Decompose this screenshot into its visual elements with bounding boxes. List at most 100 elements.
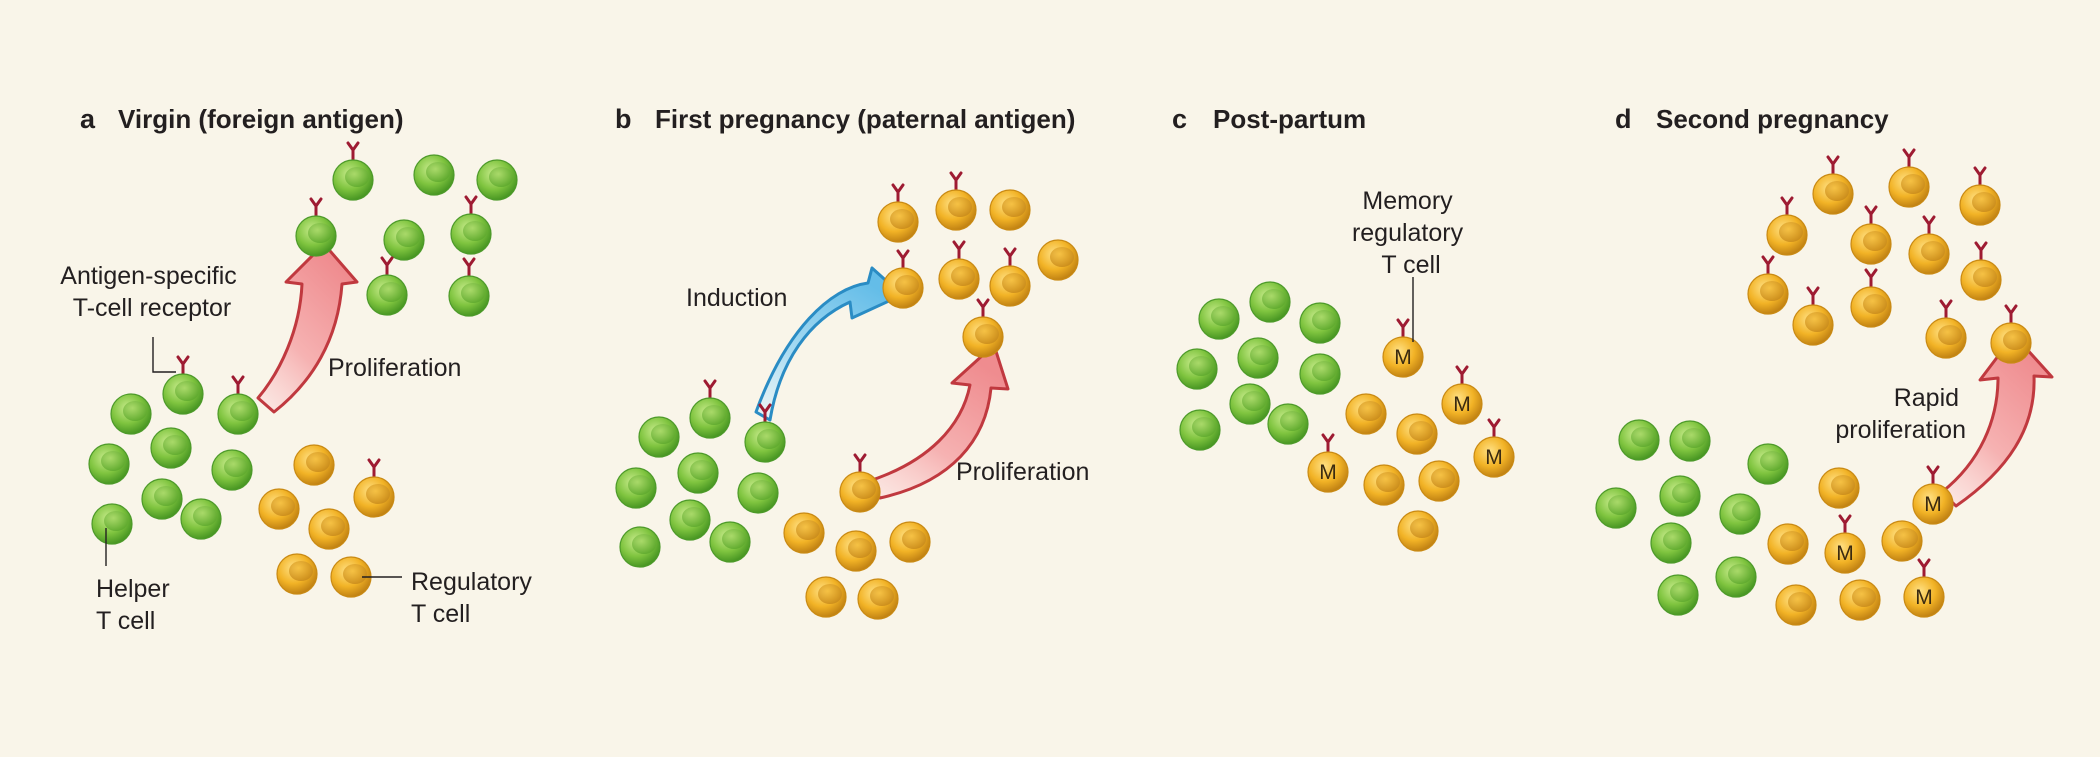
receptor-icon [309, 197, 323, 218]
receptor-icon [1973, 166, 1987, 187]
receptor-icon [1806, 286, 1820, 307]
receptor-icon [176, 355, 190, 376]
regulatory-t-cell [935, 171, 977, 231]
helper-t-cell [180, 498, 222, 540]
regulatory-t-cell [1990, 304, 2032, 364]
regulatory-t-cell [1363, 464, 1405, 506]
helper-t-cell [88, 443, 130, 485]
regulatory-t-cell [1839, 579, 1881, 621]
receptor-icon [380, 256, 394, 277]
regulatory-t-cell [857, 578, 899, 620]
regulatory-t-cell [1908, 215, 1950, 275]
receptor-icon [758, 403, 772, 424]
helper-t-cell [332, 141, 374, 201]
regulatory-t-cell [877, 183, 919, 243]
regulatory-t-cell [1925, 299, 1967, 359]
helper-t-cell [669, 499, 711, 541]
panel-b-title: First pregnancy (paternal antigen) [655, 104, 1075, 134]
regulatory-t-cell [1818, 467, 1860, 509]
antigen-receptor-label: Antigen-specific T-cell receptor [60, 262, 243, 322]
receptor-icon [976, 298, 990, 319]
helper-t-cell [110, 393, 152, 435]
memory-regulatory-t-cell: M [1903, 558, 1945, 618]
regulatory-t-cell [293, 444, 335, 486]
helper-t-cell [162, 355, 204, 415]
helper-t-cell-label: Helper T cell [96, 575, 177, 635]
panel-a-letter: a [80, 104, 96, 134]
regulatory-t-cell [805, 576, 847, 618]
induction-arrow-b [754, 266, 904, 422]
regulatory-t-cell [1888, 148, 1930, 208]
memory-marker: M [1394, 346, 1412, 369]
receptor-icon [1917, 558, 1931, 579]
regulatory-t-cell [1850, 268, 1892, 328]
memory-regulatory-label: Memory regulatory T cell [1352, 187, 1470, 279]
helper-t-cell [366, 256, 408, 316]
helper-t-cell [383, 219, 425, 261]
receptor-icon [952, 240, 966, 261]
receptor-icon [1974, 241, 1988, 262]
receptor-icon [1926, 465, 1940, 486]
receptor-icon [1922, 215, 1936, 236]
regulatory-t-cell [1881, 520, 1923, 562]
helper-t-cell [413, 154, 455, 196]
receptor-icon [1455, 365, 1469, 386]
receptor-icon [367, 458, 381, 479]
receptor-icon [1826, 155, 1840, 176]
helper-t-cell [1747, 443, 1789, 485]
memory-regulatory-t-cell: M [1824, 514, 1866, 574]
helper-t-cell [1179, 409, 1221, 451]
receptor-icon [1321, 433, 1335, 454]
regulatory-t-cell [1766, 196, 1808, 256]
helper-t-cell [1299, 302, 1341, 344]
regulatory-t-cell [1960, 241, 2002, 301]
helper-t-cell [1198, 298, 1240, 340]
regulatory-t-cell [1792, 286, 1834, 346]
helper-t-cell [450, 195, 492, 255]
receptor-icon [1003, 247, 1017, 268]
regulatory-t-cell-label: Regulatory T cell [411, 568, 539, 628]
helper-t-cell [744, 403, 786, 463]
regulatory-t-cell [989, 247, 1031, 307]
helper-t-cell [619, 526, 661, 568]
receptor-icon [1864, 268, 1878, 289]
helper-t-cell [1229, 383, 1271, 425]
panel-b-letter: b [615, 104, 632, 134]
receptor-icon [703, 379, 717, 400]
proliferation-arrow-b [864, 343, 1010, 500]
regulatory-t-cell [783, 512, 825, 554]
receptor-icon [896, 249, 910, 270]
receptor-icon [346, 141, 360, 162]
receptor-icon [231, 375, 245, 396]
receptor-icon [2004, 304, 2018, 325]
memory-regulatory-t-cell: M [1441, 365, 1483, 425]
memory-marker: M [1453, 393, 1471, 416]
helper-t-cell [1650, 522, 1692, 564]
receptor-icon [1838, 514, 1852, 535]
regulatory-t-cell [308, 508, 350, 550]
regulatory-t-cell [1775, 584, 1817, 626]
helper-t-cell [150, 427, 192, 469]
regulatory-t-cell [889, 521, 931, 563]
receptor-icon [891, 183, 905, 204]
regulatory-t-cell [1396, 413, 1438, 455]
receptor-icon [1864, 205, 1878, 226]
receptor-icon [1780, 196, 1794, 217]
helper-t-cell [1618, 419, 1660, 461]
receptor-icon [462, 257, 476, 278]
panel-d-title: Second pregnancy [1656, 104, 1889, 134]
regulatory-t-cell [882, 249, 924, 309]
helper-t-cell [448, 257, 490, 317]
regulatory-t-cell [1345, 393, 1387, 435]
helper-t-cell [689, 379, 731, 439]
memory-marker: M [1836, 542, 1854, 565]
panel-c-title: Post-partum [1213, 104, 1366, 134]
regulatory-t-cell [1959, 166, 2001, 226]
regulatory-t-cell [1397, 510, 1439, 552]
regulatory-t-cell [1747, 255, 1789, 315]
receptor-icon [853, 453, 867, 474]
helper-t-cell [709, 521, 751, 563]
proliferation-label-b: Proliferation [956, 458, 1089, 486]
regulatory-t-cell [1037, 239, 1079, 281]
